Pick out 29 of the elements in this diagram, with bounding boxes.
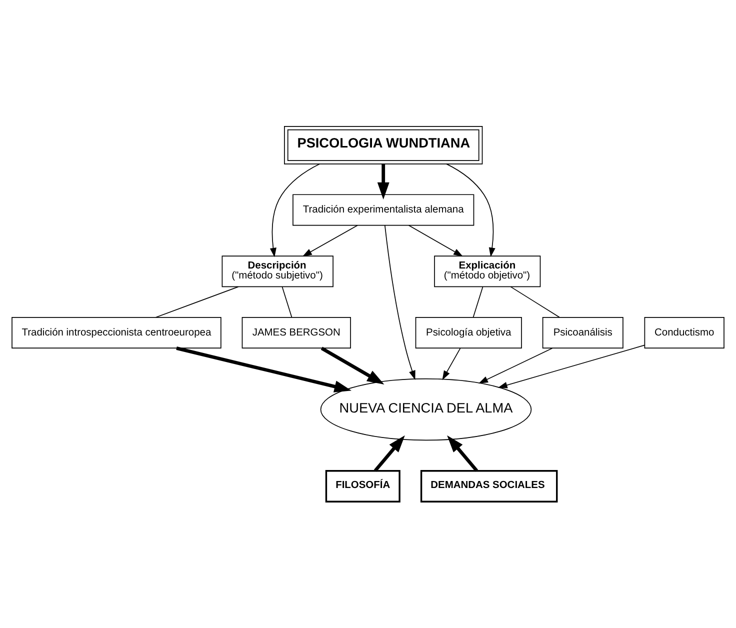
arrow xyxy=(377,164,390,200)
node-box: JAMES BERGSON xyxy=(242,316,351,349)
arrow xyxy=(302,225,358,256)
arrow xyxy=(384,224,416,380)
connector xyxy=(472,286,484,318)
node-box: Conductismo xyxy=(644,316,724,349)
node-box: Psicoanálisis xyxy=(542,316,624,349)
node-box: Tradición introspeccionista centroeuropea xyxy=(12,316,222,349)
arrow xyxy=(176,346,352,392)
connector xyxy=(510,286,560,318)
node-box: Psicología objetiva xyxy=(415,316,522,349)
node-box: Tradición experimentalista alemana xyxy=(292,194,474,226)
arrow xyxy=(442,348,461,380)
node-box: PSICOLOGIA WUNDTIANA xyxy=(284,126,483,164)
node-ellipse: NUEVA CIENCIA DEL ALMA xyxy=(320,378,532,441)
arrow xyxy=(478,348,553,384)
connector xyxy=(155,286,239,318)
node-box: FILOSOFÍA xyxy=(325,470,400,502)
node-box: DEMANDAS SOCIALES xyxy=(420,470,558,502)
connector xyxy=(282,286,292,318)
arrow xyxy=(446,164,496,258)
arrow xyxy=(408,225,463,256)
node-box: Explicación ("método objetivo") xyxy=(434,256,541,288)
arrow xyxy=(270,164,320,258)
arrow xyxy=(374,435,405,472)
arrow xyxy=(498,344,645,388)
node-box: Descripción ("método subjetivo") xyxy=(222,256,334,288)
arrow xyxy=(320,346,384,384)
arrow xyxy=(447,435,478,472)
